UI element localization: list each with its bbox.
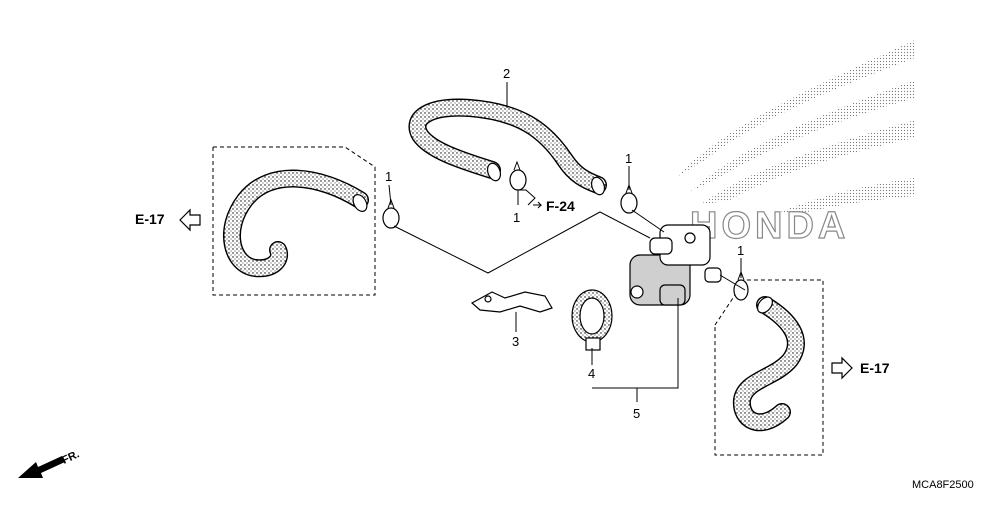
callout-clip-right-lower: 1 [737,243,744,258]
left-e17-reference: E-17 [135,208,201,232]
hose-clip-left [382,198,400,229]
honda-wing-logo: HONDA [675,40,915,248]
upper-hose [408,98,607,196]
callout-leaders [388,82,742,402]
left-arrow-icon [179,208,201,232]
hose-clip-right-upper [620,183,638,214]
direction-label: FR. [60,448,81,466]
air-injection-valve [629,224,722,306]
connection-lines [393,209,746,291]
left-hose-assembly [212,146,376,296]
direction-arrow-icon [18,456,65,478]
right-arrow-icon [831,356,853,380]
hose-clip-center [509,160,527,191]
honda-wordmark: HONDA [690,205,849,247]
callout-bracket: 3 [512,334,519,349]
right-e17-reference: E-17 [831,356,890,380]
front-direction-indicator: FR. [18,448,81,478]
f24-reference: F-24 [533,198,575,214]
callout-clip-right-upper: 1 [625,151,632,166]
diagram-code: MCA8F2500 [912,479,974,491]
f24-label: F-24 [546,198,575,214]
right-hose-assembly [714,279,824,456]
callout-band: 4 [588,366,595,381]
valve-bracket [470,291,553,313]
callout-valve: 5 [633,406,640,421]
callout-clip-center: 1 [513,210,520,225]
mounting-band [571,289,613,351]
right-arrow-small-icon [533,201,543,209]
callout-clip-left: 1 [385,169,392,184]
right-e17-label: E-17 [860,360,890,376]
left-e17-label: E-17 [135,211,165,227]
callout-hose: 2 [503,66,510,81]
